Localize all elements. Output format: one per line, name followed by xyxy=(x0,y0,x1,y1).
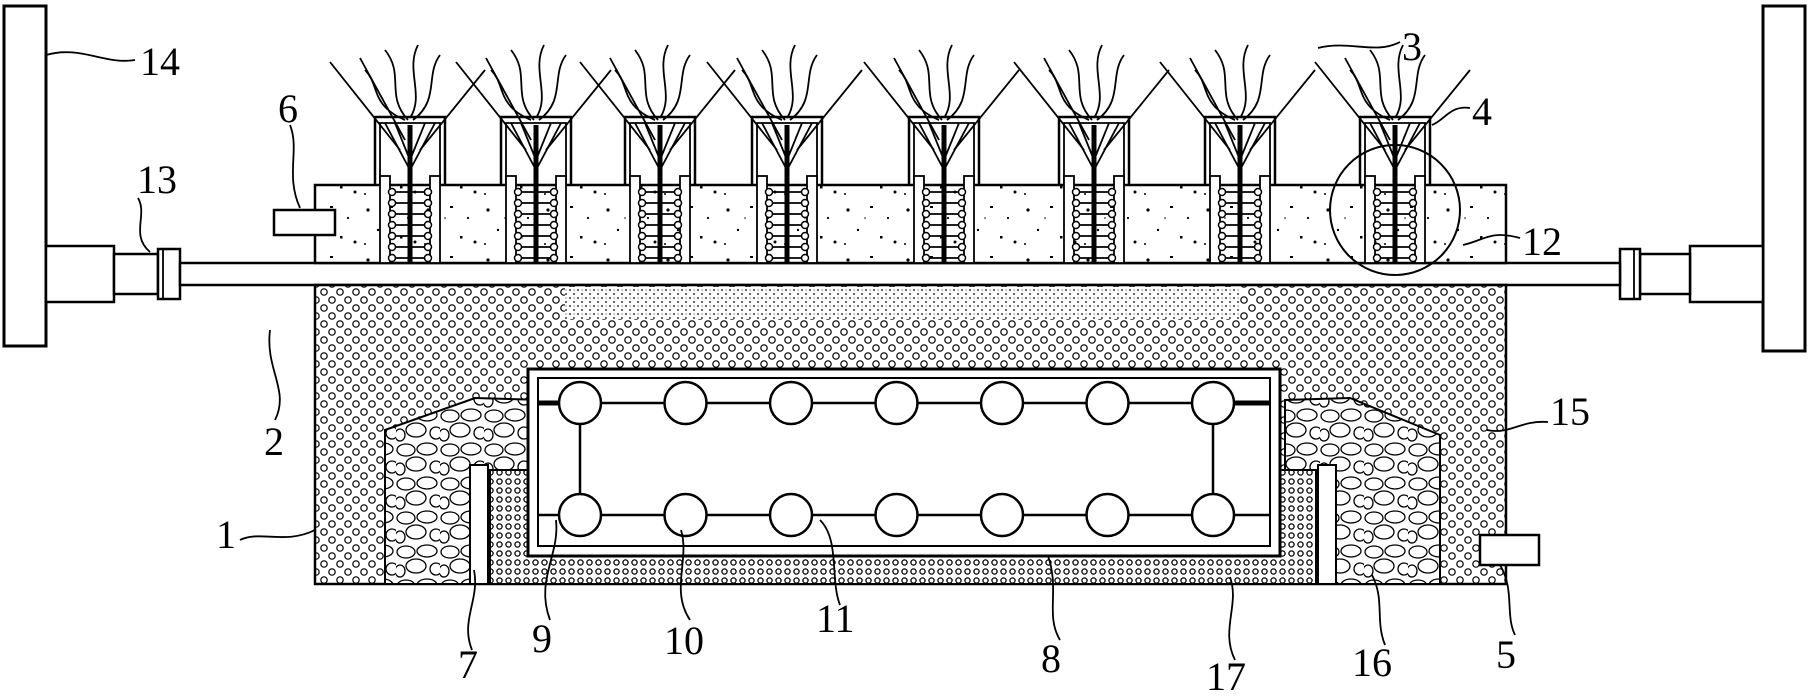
plant-pot xyxy=(706,44,863,264)
roller xyxy=(874,380,919,426)
label-11: 11 xyxy=(816,596,855,641)
label-17: 17 xyxy=(1206,654,1246,699)
label-16: 16 xyxy=(1352,640,1392,685)
left-end-plate xyxy=(2,4,48,348)
roller xyxy=(1190,380,1236,426)
plant-pot xyxy=(579,44,736,264)
plant-pot xyxy=(1159,44,1316,264)
roller xyxy=(874,492,919,538)
leader-lines xyxy=(45,41,1549,661)
outlet-port xyxy=(1478,533,1541,567)
label-3: 3 xyxy=(1402,24,1422,69)
roller xyxy=(1085,380,1130,426)
drain-pipe-right xyxy=(1317,464,1337,585)
roller xyxy=(1085,492,1130,538)
callout-labels: 14 13 6 3 4 12 15 2 1 7 9 10 11 8 17 16 … xyxy=(137,24,1590,699)
label-15: 15 xyxy=(1550,389,1590,434)
roller xyxy=(1190,492,1236,538)
drain-pipe-left xyxy=(469,464,489,585)
label-1: 1 xyxy=(216,512,236,557)
right-motor-assembly xyxy=(1618,244,1765,304)
roller xyxy=(557,380,603,426)
label-9: 9 xyxy=(532,616,552,661)
label-13: 13 xyxy=(137,157,177,202)
plant-pot xyxy=(329,44,486,264)
roller xyxy=(663,492,708,538)
plant-pot xyxy=(455,44,612,264)
roller xyxy=(768,492,814,538)
label-12: 12 xyxy=(1522,219,1562,264)
label-10: 10 xyxy=(664,618,704,663)
label-6: 6 xyxy=(278,86,298,131)
plants xyxy=(329,44,1471,264)
plant-pot xyxy=(863,44,1020,264)
label-4: 4 xyxy=(1472,89,1492,134)
plant-pot xyxy=(1013,44,1170,264)
soil-layer xyxy=(313,183,1508,265)
label-5: 5 xyxy=(1496,632,1516,677)
roller xyxy=(768,380,814,426)
detail-circle xyxy=(1329,144,1461,276)
roller xyxy=(663,380,708,426)
roller xyxy=(979,492,1025,538)
roller xyxy=(557,492,603,538)
left-motor-assembly xyxy=(44,244,182,304)
rollers xyxy=(557,380,1236,538)
label-14: 14 xyxy=(140,39,180,84)
label-2: 2 xyxy=(264,419,284,464)
right-end-plate xyxy=(1761,4,1807,353)
inlet-port xyxy=(272,208,337,237)
label-7: 7 xyxy=(458,642,478,687)
plant-pot xyxy=(1314,44,1471,264)
label-8: 8 xyxy=(1041,636,1061,681)
sand-strip xyxy=(565,287,1240,319)
roller xyxy=(979,380,1025,426)
